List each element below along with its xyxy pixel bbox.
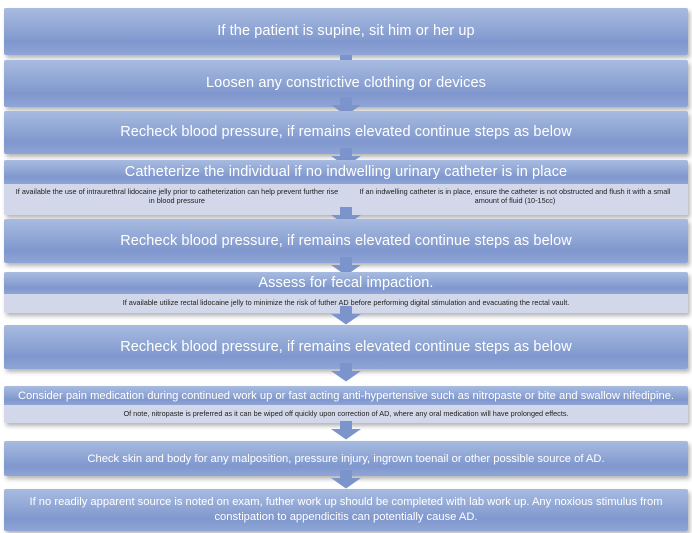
flow-node-label: Assess for fecal impaction.: [4, 272, 688, 294]
flow-node-catheterize: Catheterize the individual if no indwell…: [4, 160, 688, 215]
flow-node-check-skin-body: Check skin and body for any malposition,…: [4, 441, 688, 476]
flow-node-label: Recheck blood pressure, if remains eleva…: [4, 111, 688, 154]
flow-node-label: If the patient is supine, sit him or her…: [4, 8, 688, 55]
flow-node-subnote-left: If available the use of intraurethral li…: [15, 187, 339, 206]
flow-node-fecal-impaction: Assess for fecal impaction. If available…: [4, 272, 688, 313]
flow-node-label: Recheck blood pressure, if remains eleva…: [4, 219, 688, 263]
flow-node-subnote-right: If an indwelling catheter is in place, e…: [359, 187, 671, 206]
flow-node-subnote: If available utilize rectal lidocaine je…: [122, 298, 570, 308]
flow-node-label: Consider pain medication during continue…: [4, 386, 688, 405]
flow-node-pain-medication: Consider pain medication during continue…: [4, 386, 688, 423]
arrow-down-icon-9: [329, 470, 363, 489]
arrow-down-icon-2: [329, 97, 363, 116]
arrow-down-icon-6: [329, 306, 363, 325]
flow-node-label: Recheck blood pressure, if remains eleva…: [4, 325, 688, 369]
flow-node-recheck-bp-1: Recheck blood pressure, if remains eleva…: [4, 111, 688, 154]
arrow-down-icon-8: [329, 421, 363, 440]
flow-node-label: Catheterize the individual if no indwell…: [4, 160, 688, 184]
flow-node-subnote-group: Of note, nitropaste is preferred as it c…: [4, 405, 688, 423]
flow-node-subnote: Of note, nitropaste is preferred as it c…: [123, 408, 569, 418]
flow-node-label: If no readily apparent source is noted o…: [4, 489, 688, 531]
flow-node-label: Check skin and body for any malposition,…: [4, 441, 688, 476]
arrow-down-icon-5: [329, 257, 363, 276]
arrow-down-icon-7: [329, 363, 363, 382]
flow-node-subnote-group: If available utilize rectal lidocaine je…: [4, 294, 688, 313]
flow-node-recheck-bp-3: Recheck blood pressure, if remains eleva…: [4, 325, 688, 369]
arrow-down-icon-3: [329, 148, 363, 167]
flow-node-sit-up: If the patient is supine, sit him or her…: [4, 8, 688, 55]
arrow-down-icon-4: [329, 207, 363, 226]
flow-node-further-work-up: If no readily apparent source is noted o…: [4, 489, 688, 531]
flow-node-recheck-bp-2: Recheck blood pressure, if remains eleva…: [4, 219, 688, 263]
